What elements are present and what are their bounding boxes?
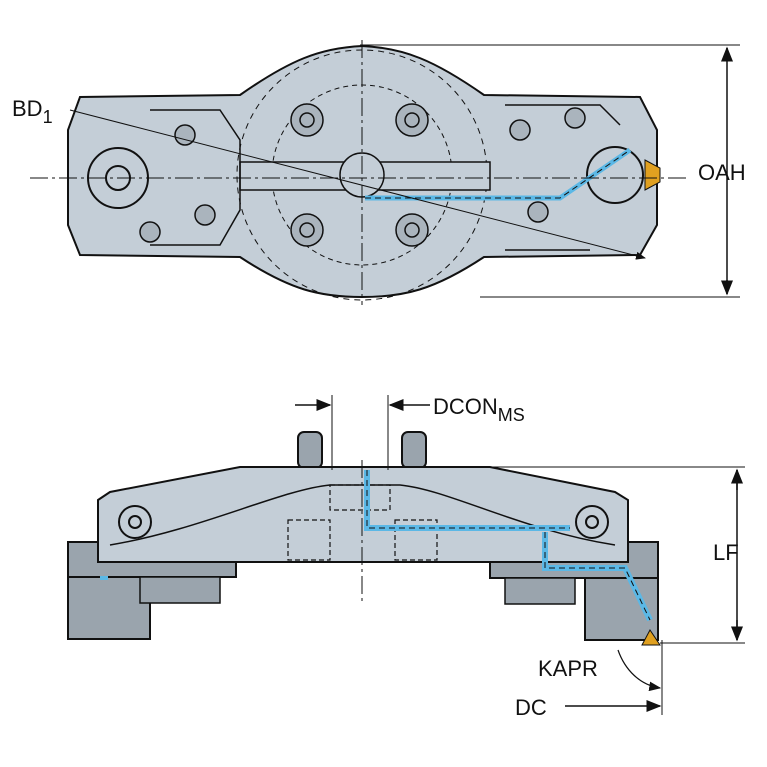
left-stud — [297, 431, 323, 469]
bd-subscript: 1 — [42, 107, 53, 127]
top-view — [30, 40, 740, 305]
lf-label: LF — [713, 540, 739, 565]
bd-text: BD — [12, 96, 43, 121]
side-view — [67, 395, 745, 715]
kapr-label: KAPR — [538, 656, 598, 681]
bd1-label: BD1 — [12, 96, 53, 127]
dcon-subscript: MS — [497, 405, 525, 425]
dcon-text: DCON — [433, 394, 498, 419]
right-stud — [401, 431, 427, 469]
dc-label: DC — [515, 695, 547, 720]
dcon-ms-label: DCONMS — [433, 394, 525, 425]
side-body — [97, 466, 629, 563]
right-pivot — [586, 146, 644, 204]
oah-label: OAH — [698, 160, 746, 185]
